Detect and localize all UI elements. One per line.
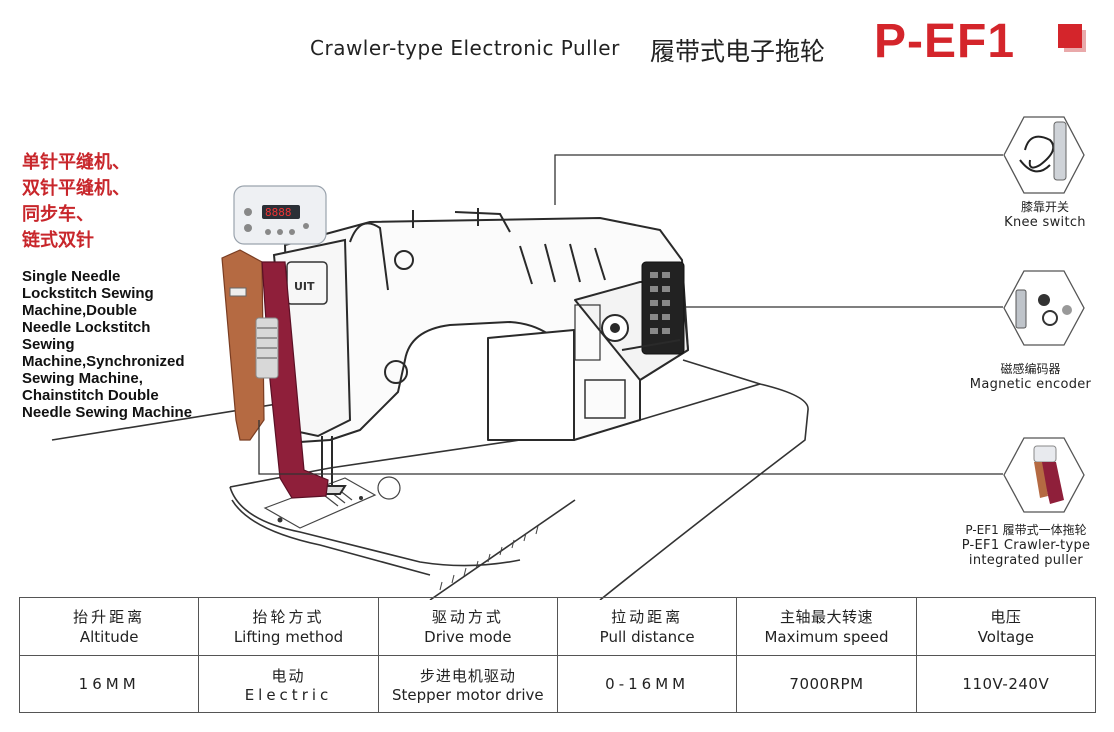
applicable-machines-english: Single Needle Lockstitch Sewing Machine,… <box>22 268 222 421</box>
accessory-integrated-puller: P-EF1 履带式一体拖轮 P-EF1 Crawler-type integra… <box>945 521 1107 568</box>
value-cell: 0-16MM <box>556 655 738 713</box>
accessory-en: Magnetic encoder <box>969 377 1092 392</box>
accessory-cn: 磁感编码器 <box>1000 362 1061 376</box>
value-cell: 110V-240V <box>915 655 1097 713</box>
applicable-cn-line-1: 单针平缝机、 <box>22 152 130 173</box>
brand-square-icon <box>1058 24 1086 52</box>
accessory-knee-switch: 膝靠开关 Knee switch <box>990 198 1100 230</box>
applicable-en-line: Single Needle <box>22 268 121 285</box>
sewing-machine-illustration: UIT 8888 <box>51 116 1085 600</box>
title-english: Crawler-type Electronic Puller <box>310 36 620 60</box>
accessory-cn: P-EF1 履带式一体拖轮 <box>965 523 1087 537</box>
applicable-en-line: Sewing Machine, <box>22 370 143 387</box>
applicable-cn-line-2: 双针平缝机、 <box>22 178 130 199</box>
applicable-en-line: Chainstitch Double <box>22 387 159 404</box>
applicable-en-line: Machine,Synchronized <box>22 353 185 370</box>
value-cell: 7000RPM <box>736 655 917 713</box>
applicable-cn-line-4: 链式双针 <box>22 230 94 251</box>
applicable-en-line: Lockstitch Sewing <box>22 285 154 302</box>
accessory-en: P-EF1 Crawler-type <box>961 538 1091 553</box>
accessory-en-2: integrated puller <box>968 553 1084 568</box>
applicable-en-line: Sewing <box>22 336 75 353</box>
applicable-cn-line-3: 同步车、 <box>22 204 94 225</box>
accessory-magnetic-encoder: 磁感编码器 Magnetic encoder <box>958 360 1103 392</box>
accessory-cn: 膝靠开关 <box>1020 200 1069 214</box>
value-cell: 16MM <box>18 655 200 713</box>
applicable-en-line: Needle Sewing Machine <box>22 404 193 421</box>
applicable-en-line: Machine,Double <box>22 302 138 319</box>
svg-text:UIT: UIT <box>294 280 315 293</box>
title-chinese: 履带式电子拖轮 <box>650 37 826 66</box>
applicable-en-line: Needle Lockstitch <box>22 319 151 336</box>
accessory-en: Knee switch <box>1004 215 1086 230</box>
controller-display: 8888 <box>265 206 292 219</box>
model-name: P-EF1 <box>874 15 1016 68</box>
